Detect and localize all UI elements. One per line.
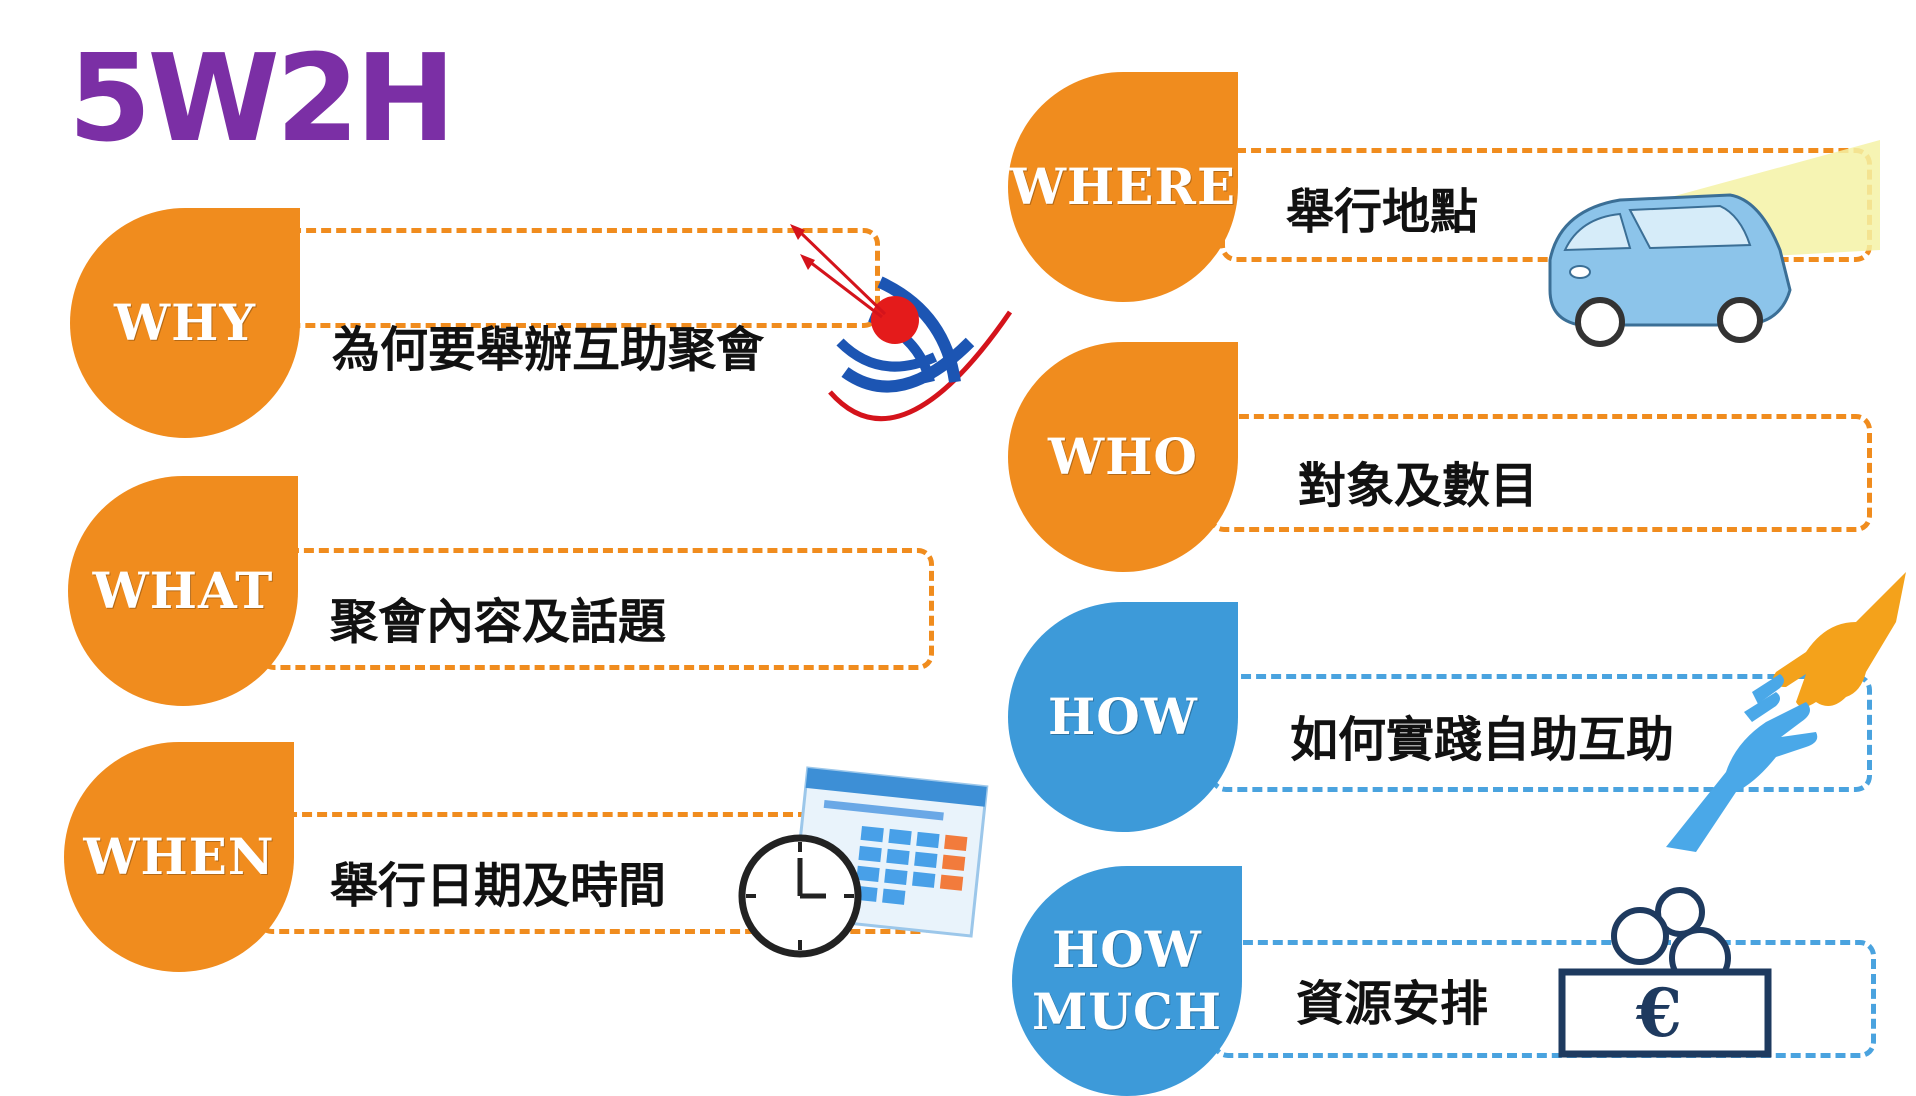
who-drop: WHO [1008,342,1238,572]
where-label: WHERE [1009,156,1237,216]
what-desc: 聚會內容及話題 [330,594,667,650]
how-much-drop: HOW MUCH [1012,866,1242,1096]
why-box [260,228,880,328]
how-much-desc: 資源安排 [1296,976,1489,1032]
euro-symbol: € [1636,974,1682,1052]
why-label: WHY [113,292,257,352]
where-drop: WHERE [1008,72,1238,302]
clock-calendar-icon [738,766,989,958]
where-desc: 舉行地點 [1286,184,1479,240]
how-much-label: HOW MUCH [1032,919,1222,1042]
target-icon [790,224,1013,422]
who-desc: 對象及數目 [1298,458,1539,514]
car-icon [1548,140,1880,347]
euro-coins-icon: € [1556,880,1776,1060]
how-label: HOW [1048,686,1198,746]
why-drop: WHY [70,208,300,438]
what-box [258,548,934,670]
page-title: 5W2H [68,30,456,169]
helping-hands-icon [1666,572,1906,852]
what-drop: WHAT [68,476,298,706]
what-label: WHAT [92,560,274,620]
why-desc: 為何要舉辦互助聚會 [332,322,765,378]
how-drop: HOW [1008,602,1238,832]
who-label: WHO [1048,426,1198,486]
when-desc: 舉行日期及時間 [330,858,667,914]
when-label: WHEN [83,826,275,886]
when-drop: WHEN [64,742,294,972]
how-desc: 如何實踐自助互助 [1290,712,1675,768]
